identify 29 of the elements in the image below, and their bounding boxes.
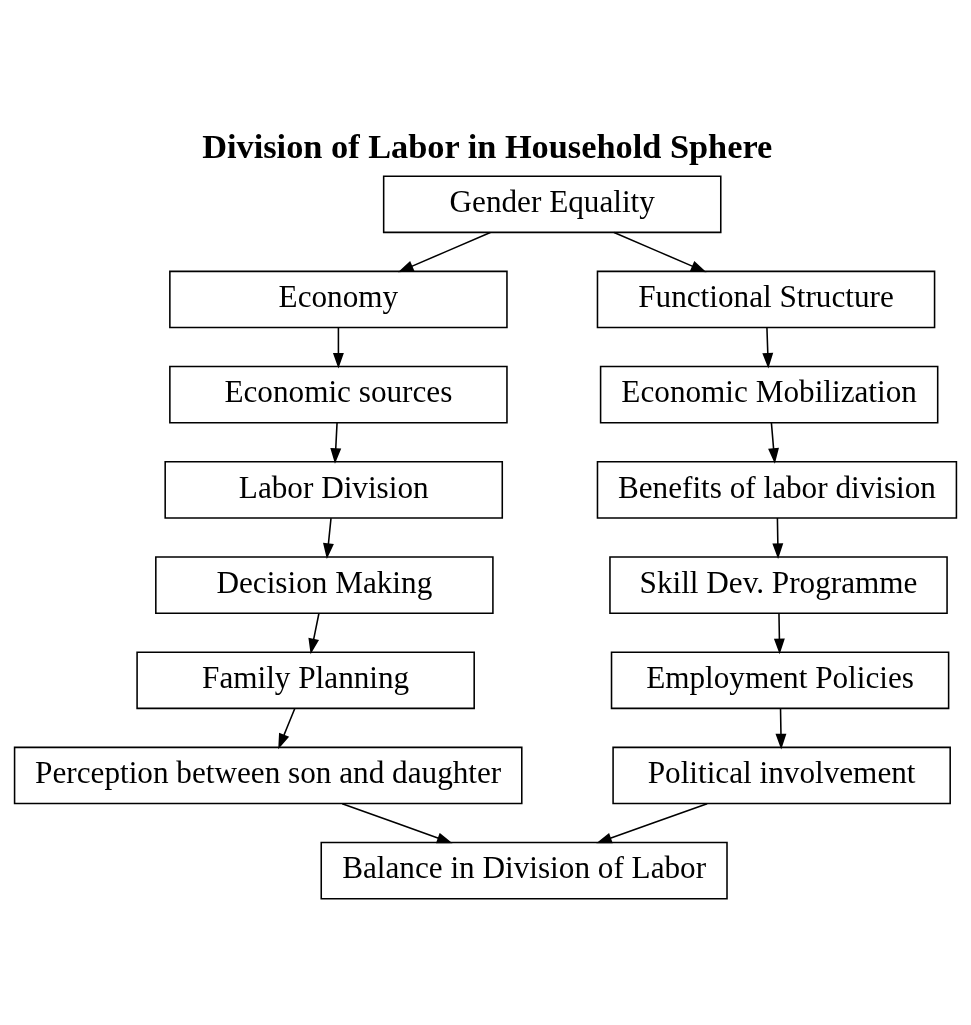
arrow (775, 707, 787, 750)
arrow (768, 422, 779, 464)
node-box: Decision Making (155, 556, 494, 614)
diagram-title: Division of Labor in Household Sphere (202, 127, 773, 166)
arrow (278, 707, 296, 750)
node-box: Political involvement (612, 746, 951, 805)
node-box: Balance in Division of Labor (320, 841, 728, 900)
node-box: Benefits of labor division (596, 461, 958, 519)
node-box: Gender Equality (382, 175, 722, 234)
arrow (596, 802, 708, 844)
arrow (330, 422, 342, 464)
node-box: Economy (169, 270, 508, 329)
arrow (332, 326, 344, 369)
node-box: Labor Division (164, 461, 504, 519)
arrow (772, 517, 784, 559)
node-box: Family Planning (136, 651, 475, 710)
arrow (341, 802, 453, 844)
arrow (308, 612, 320, 655)
node-box: Economic Mobilization (599, 365, 939, 424)
node-box: Skill Dev. Programme (609, 556, 948, 614)
arrow (323, 517, 334, 559)
arrow (773, 612, 785, 655)
arrow (762, 326, 774, 369)
node-box: Functional Structure (596, 270, 936, 329)
arrow (397, 231, 492, 273)
node-box: Perception between son and daughter (13, 746, 523, 805)
node-box: Employment Policies (610, 651, 950, 710)
node-box: Economic sources (169, 365, 508, 424)
arrow (613, 231, 707, 273)
